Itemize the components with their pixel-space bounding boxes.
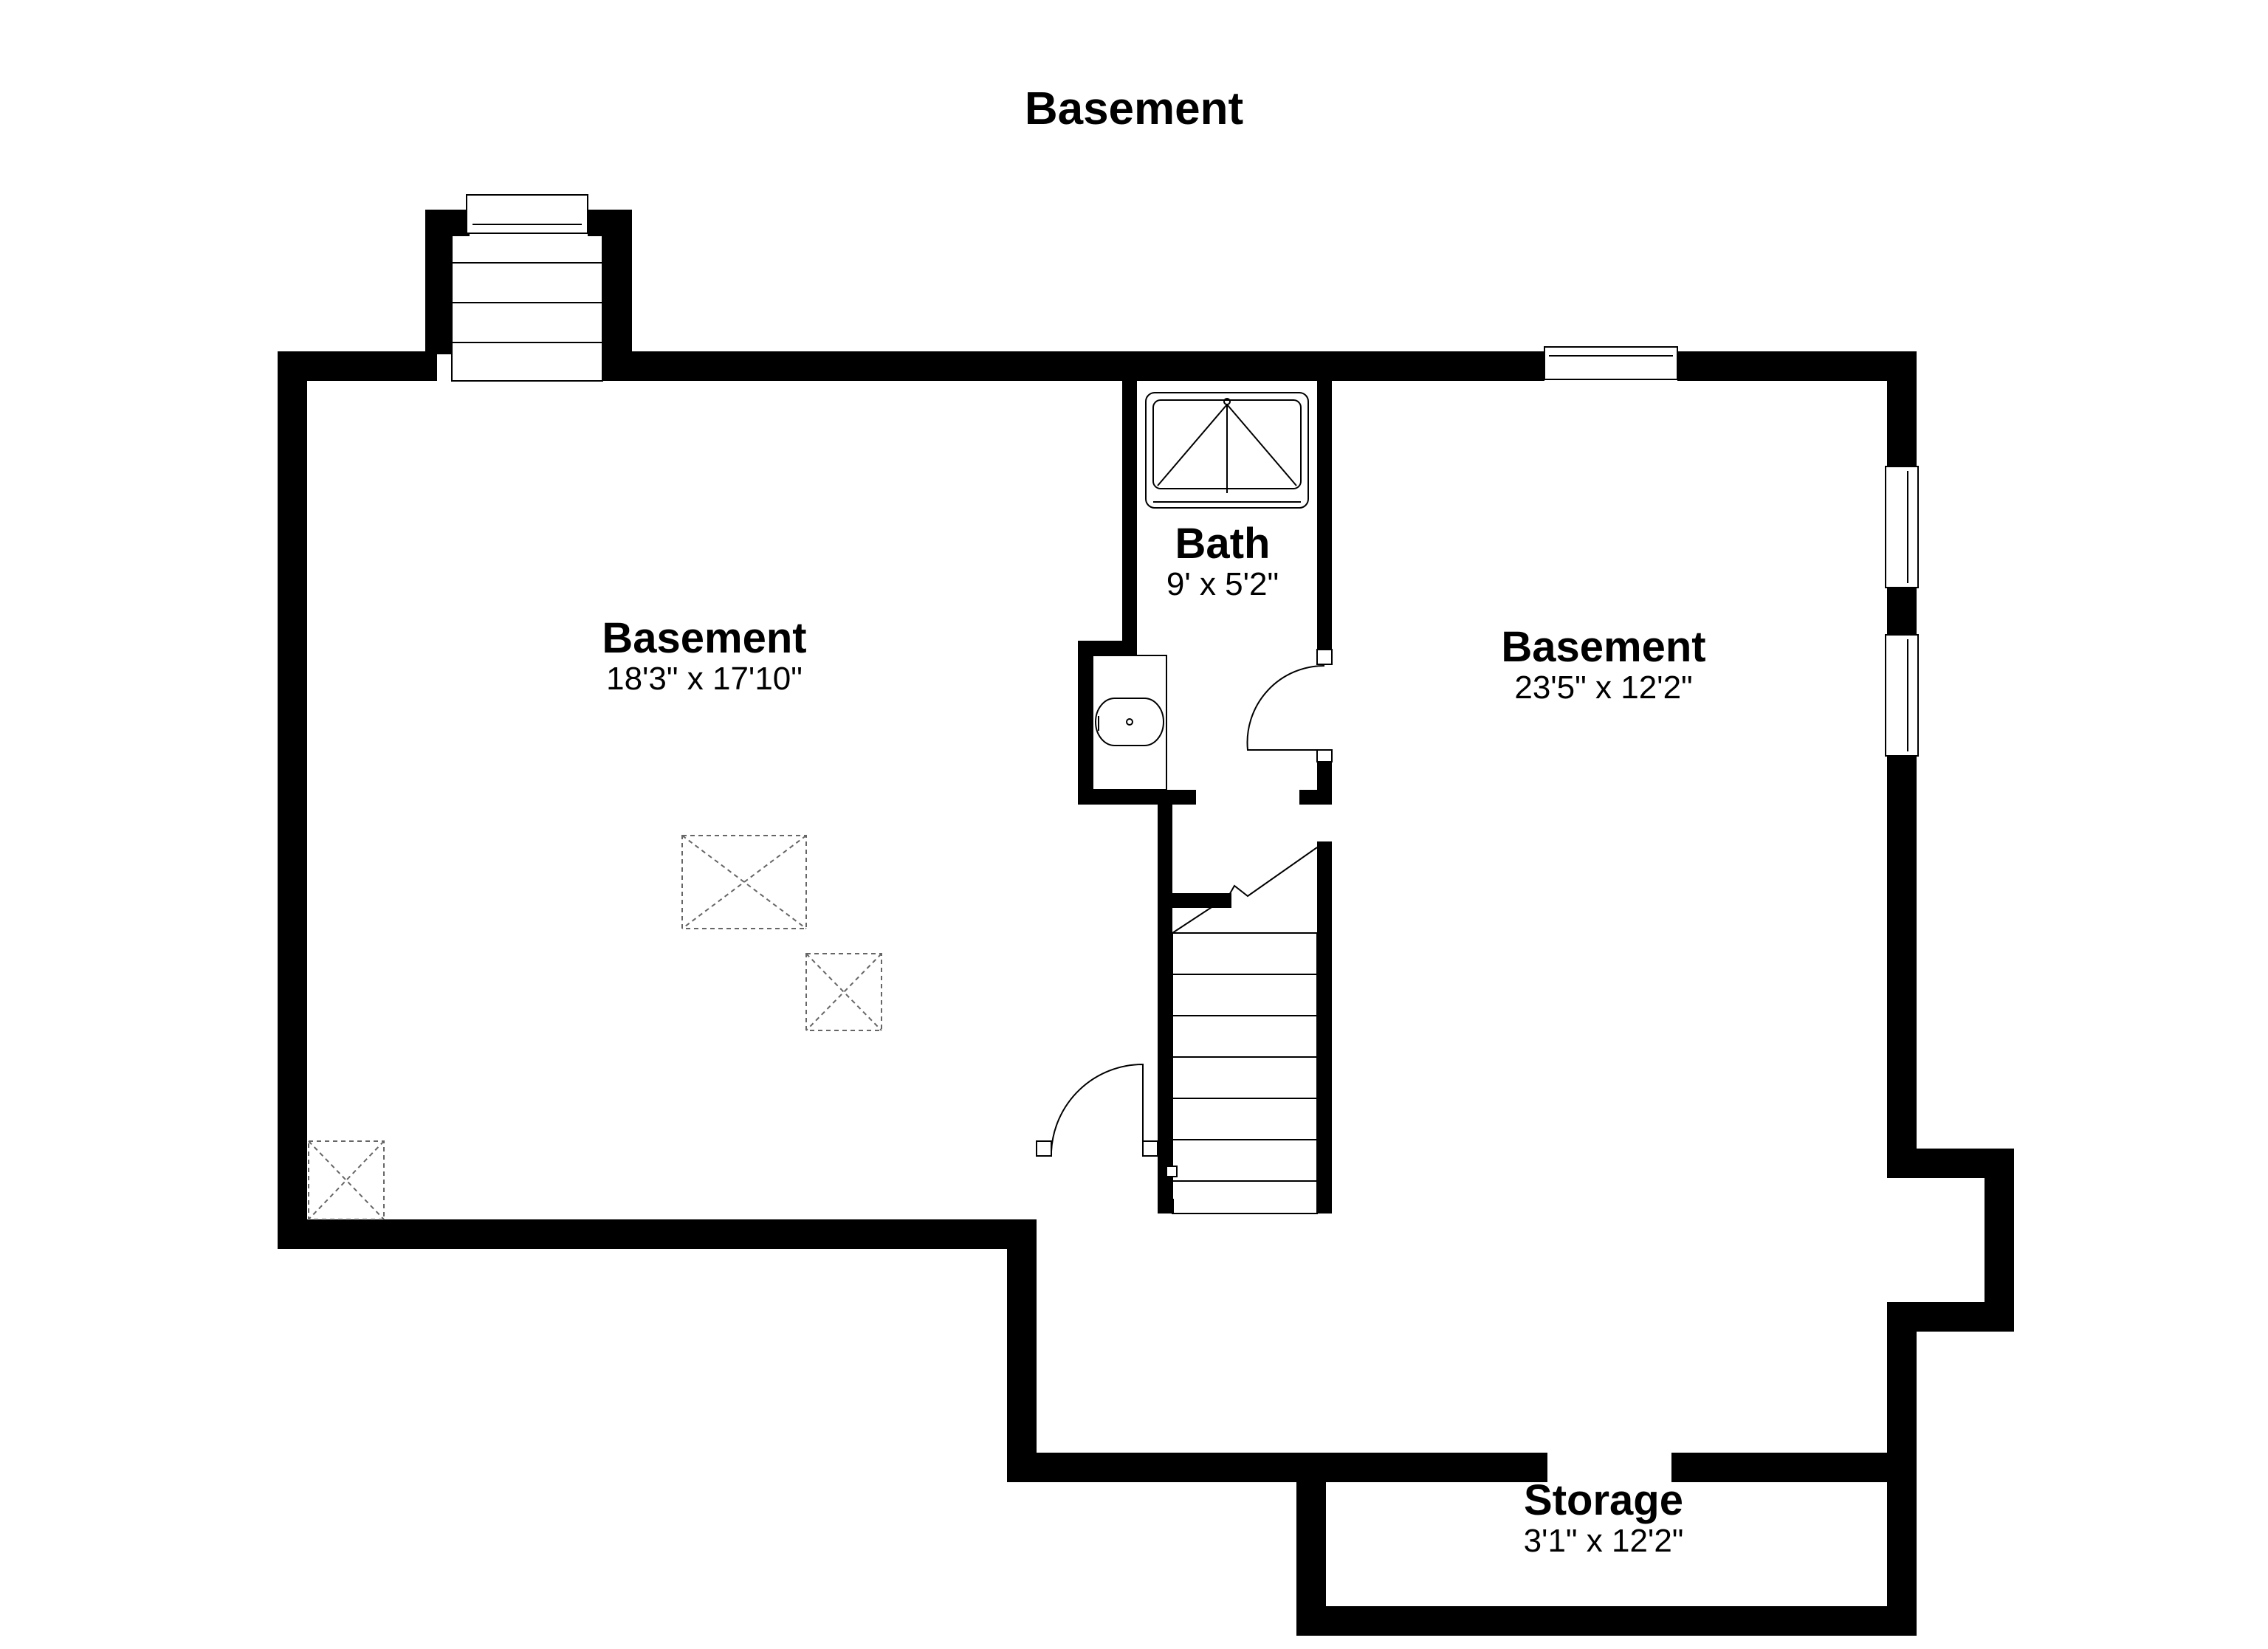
room-name: Basement (602, 614, 806, 662)
interior-walls (1078, 381, 1332, 1213)
room-name: Bath (1175, 520, 1271, 568)
room-dimensions: 3'1" x 12'2" (1524, 1523, 1684, 1559)
room-dimensions: 18'3" x 17'10" (606, 661, 803, 697)
room-dimensions: 9' x 5'2" (1166, 566, 1279, 602)
room-label-storage: Storage 3'1" x 12'2" (1524, 1476, 1684, 1559)
room-label-bath: Bath 9' x 5'2" (1166, 520, 1279, 602)
right-window-upper (1885, 466, 1919, 588)
doors (1036, 649, 1333, 1157)
room-name: Storage (1524, 1476, 1683, 1524)
sink-vanity (1092, 655, 1167, 791)
room-dimensions: 23'5" x 12'2" (1514, 669, 1692, 706)
top-window (1544, 346, 1678, 380)
room-name: Basement (1501, 623, 1705, 671)
floor-title: Basement (1025, 83, 1243, 134)
equipment-markers (308, 835, 882, 1220)
exterior-walls (278, 210, 2014, 1636)
entry-stairs (451, 194, 603, 382)
right-window-lower (1885, 634, 1919, 757)
windows (1544, 346, 1919, 757)
interior-stairs (1164, 847, 1318, 1214)
room-label-basement-left: Basement 18'3" x 17'10" (602, 614, 806, 697)
room-label-basement-right: Basement 23'5" x 12'2" (1501, 623, 1705, 706)
shower (1145, 392, 1309, 509)
